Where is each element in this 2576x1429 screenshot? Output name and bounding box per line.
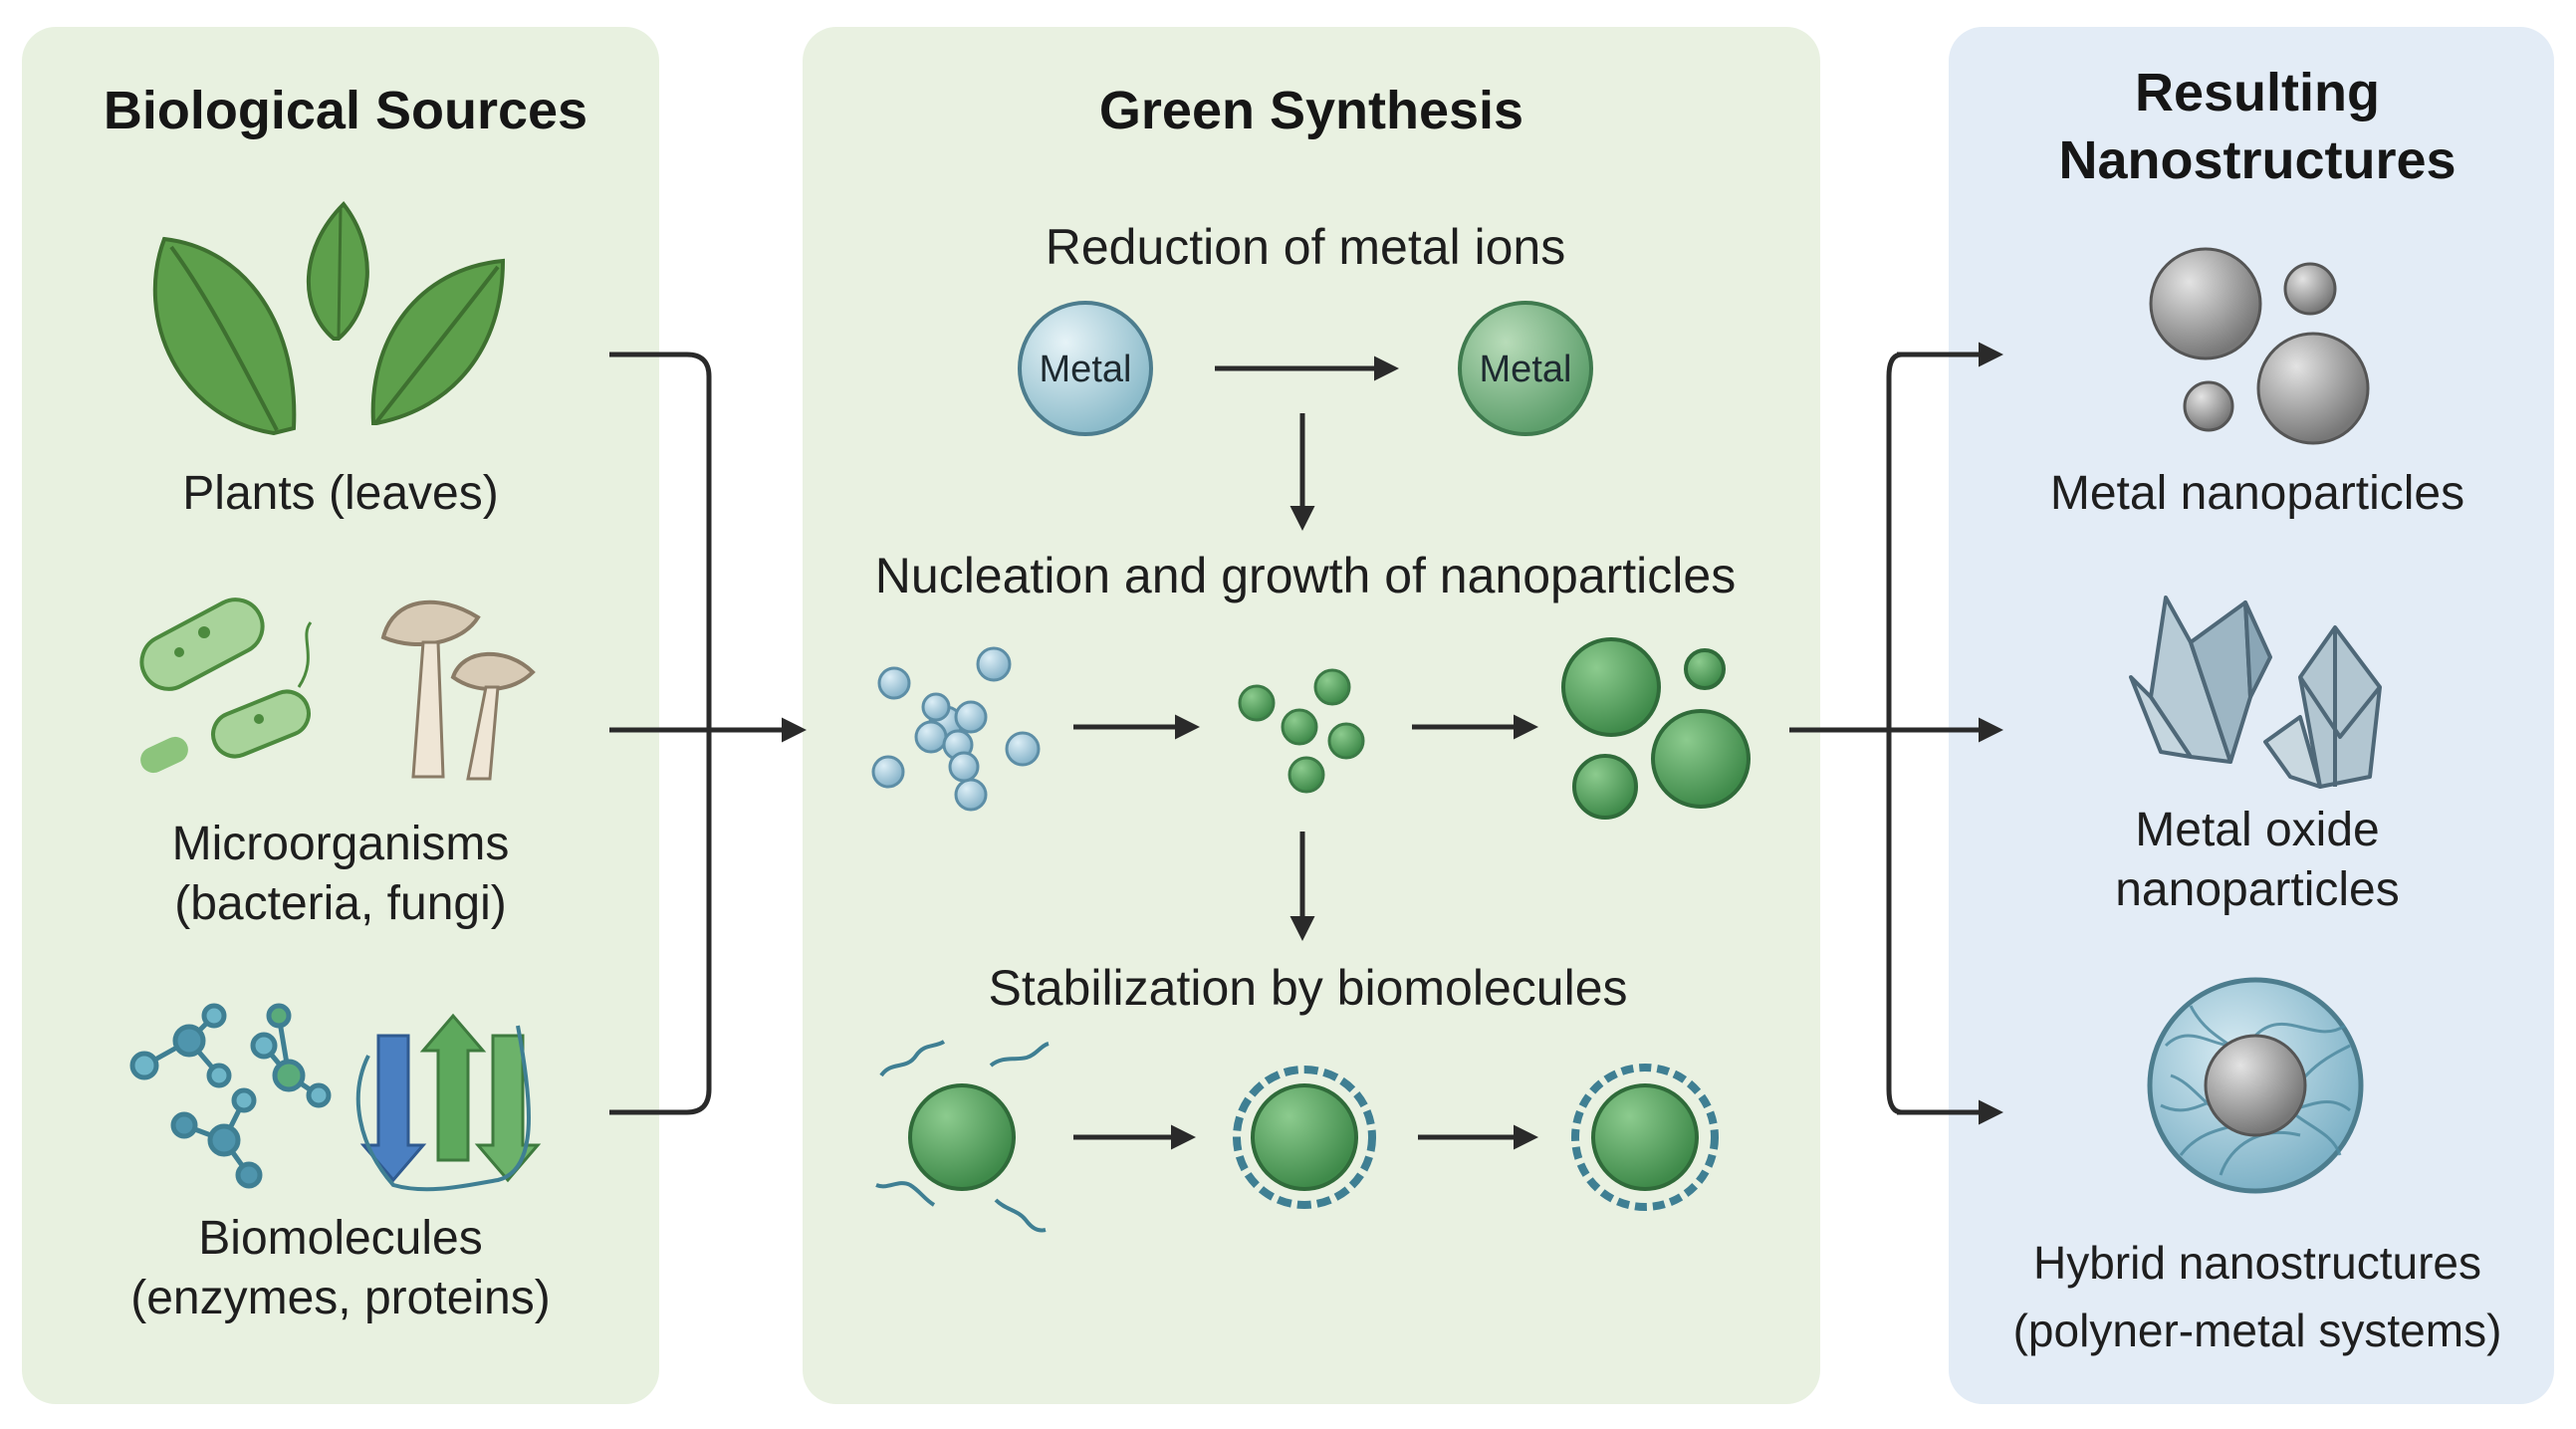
synthesis-title: Green Synthesis bbox=[1098, 81, 1524, 140]
microorganisms-label-line2: (bacteria, fungi) bbox=[174, 877, 507, 930]
molecule-icon bbox=[129, 1003, 332, 1189]
nucleation-label: Nucleation and growth of nanoparticles bbox=[874, 548, 1737, 603]
metal-nanoparticles-label: Metal nanoparticles bbox=[2049, 467, 2465, 520]
stabilized-particle-icon bbox=[875, 1040, 1050, 1233]
coated-particle-icon bbox=[1233, 1066, 1376, 1209]
microorganisms-label-line1: Microorganisms bbox=[171, 818, 510, 870]
small-nanoparticles-icon bbox=[1238, 668, 1365, 794]
metal-oxide-label-line2: nanoparticles bbox=[2115, 863, 2400, 916]
metal-sphere-icon bbox=[2149, 247, 2370, 445]
metal-reduced-label: Metal bbox=[1480, 349, 1572, 390]
nanoparticle-cluster-icon bbox=[871, 646, 1041, 812]
sources-merge-arrow bbox=[609, 352, 807, 1115]
results-title-line1: Resulting bbox=[2134, 63, 2380, 122]
stabilization-label: Stabilization by biomolecules bbox=[988, 960, 1628, 1016]
metal-ion-label: Metal bbox=[1040, 349, 1132, 390]
plants-label: Plants (leaves) bbox=[182, 467, 499, 520]
hybrid-label-line1: Hybrid nanostructures bbox=[2033, 1237, 2481, 1289]
results-title-line2: Nanostructures bbox=[2058, 130, 2457, 190]
stabilized-nanoparticle-icon bbox=[1571, 1064, 1719, 1211]
grown-nanoparticles-icon bbox=[1561, 637, 1751, 820]
biomolecules-label-line1: Biomolecules bbox=[198, 1212, 483, 1265]
reduction-label: Reduction of metal ions bbox=[1045, 219, 1566, 275]
sources-title: Biological Sources bbox=[103, 81, 588, 140]
bacteria-icon bbox=[139, 597, 313, 774]
metal-ion-icon: Metal Metal bbox=[1018, 301, 1593, 436]
crystal-icon bbox=[2129, 595, 2382, 789]
hybrid-sphere-icon bbox=[2147, 977, 2364, 1194]
results-split-arrow bbox=[1789, 342, 2003, 1125]
mushroom-icon bbox=[380, 599, 536, 781]
protein-icon bbox=[355, 1013, 542, 1192]
hybrid-label-line2: (polyner-metal systems) bbox=[2012, 1305, 2502, 1356]
metal-oxide-label-line1: Metal oxide bbox=[2135, 804, 2380, 856]
leaves-icon bbox=[152, 200, 506, 436]
biomolecules-label-line2: (enzymes, proteins) bbox=[130, 1272, 551, 1324]
